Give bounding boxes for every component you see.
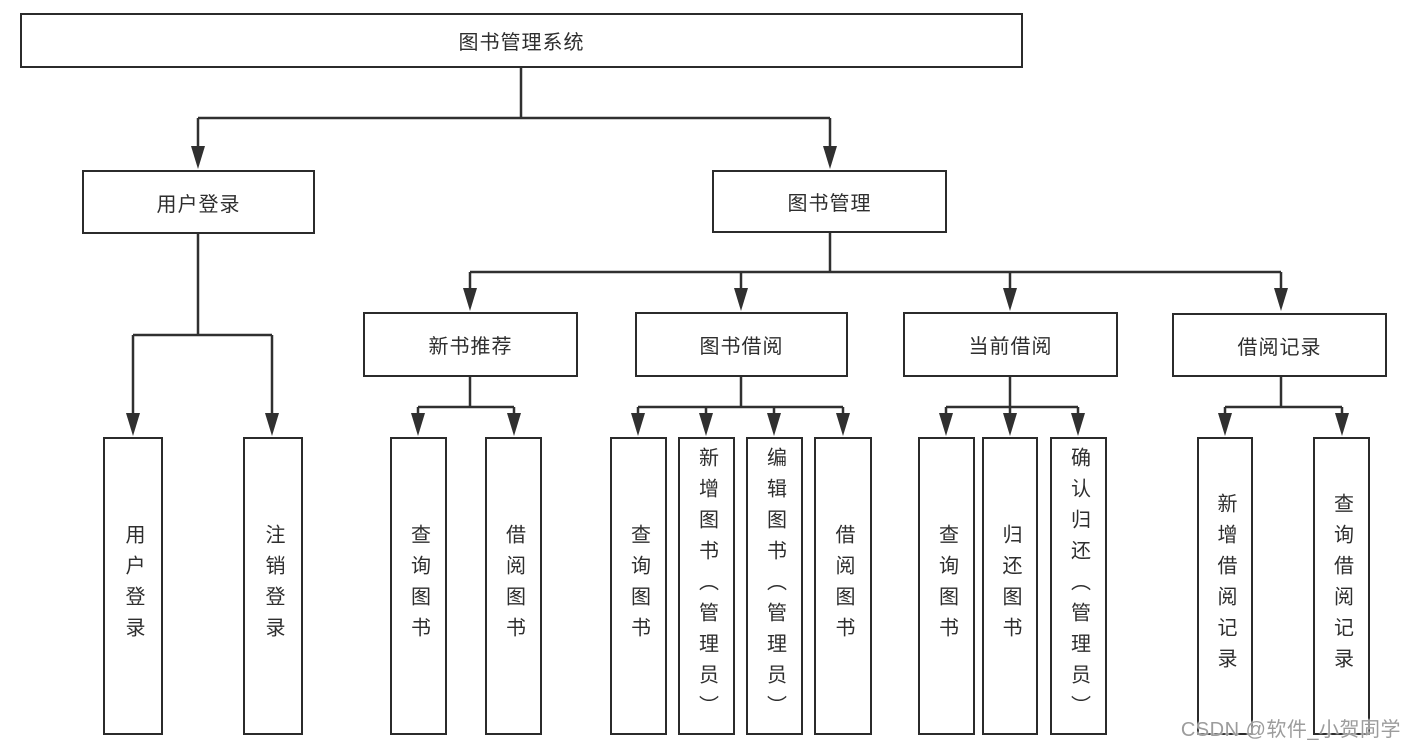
arrowhead	[823, 146, 837, 169]
node-label: 借阅记录	[1237, 336, 1322, 359]
leaf-borrow-books-borrow: 借阅图书	[814, 437, 872, 735]
arrowhead	[699, 413, 713, 436]
node-user-login: 用户登录	[82, 170, 315, 234]
node-new-book-recommend: 新书推荐	[363, 312, 578, 377]
node-borrow-records: 借阅记录	[1172, 313, 1387, 377]
arrowhead	[1003, 288, 1017, 311]
leaf-edit-book-admin: 编辑图书（管理员）	[746, 437, 803, 735]
csdn-watermark: CSDN @软件_小贺同学	[1180, 719, 1401, 741]
arrowhead	[836, 413, 850, 436]
arrowhead	[126, 413, 140, 436]
leaf-label: 查询图书	[627, 524, 650, 648]
leaf-user-login: 用户登录	[103, 437, 163, 735]
node-label: 图书借阅	[699, 336, 784, 358]
connector-user-login-children	[126, 234, 279, 436]
arrowhead	[1335, 413, 1349, 436]
leaf-query-books-current: 查询图书	[918, 437, 975, 735]
connector-book-borrow-children	[631, 377, 850, 436]
leaf-label: 注销登录	[262, 524, 284, 648]
node-label: 新书推荐	[428, 336, 513, 358]
leaf-label: 查询图书	[407, 524, 430, 648]
leaf-query-books-recommend: 查询图书	[390, 437, 447, 735]
node-label: 用户登录	[156, 193, 241, 216]
node-book-management-system: 图书管理系统	[20, 13, 1023, 68]
arrowhead	[507, 413, 521, 436]
arrowhead	[1218, 413, 1232, 436]
leaf-label: 借阅图书	[832, 524, 854, 648]
connector-root-to-level2	[191, 68, 837, 169]
leaf-label: 编辑图书（管理员）	[763, 446, 786, 726]
leaf-add-book-admin: 新增图书（管理员）	[678, 437, 735, 735]
arrowhead	[411, 413, 425, 436]
leaf-label: 查询借阅记录	[1330, 493, 1353, 679]
leaf-label: 查询图书	[935, 524, 958, 648]
leaf-query-books-borrow: 查询图书	[610, 437, 667, 735]
arrowhead	[1003, 413, 1017, 436]
arrowhead	[1071, 413, 1085, 436]
arrowhead	[939, 413, 953, 436]
arrowhead	[734, 288, 748, 311]
arrowhead	[463, 288, 477, 311]
leaf-label: 新增借阅记录	[1214, 493, 1236, 679]
connector-borrow-records-children	[1218, 377, 1349, 436]
node-label: 图书管理	[787, 193, 872, 215]
leaf-query-borrow-record: 查询借阅记录	[1313, 437, 1370, 735]
leaf-return-book: 归还图书	[982, 437, 1038, 735]
leaf-label: 归还图书	[999, 524, 1021, 648]
leaf-label: 新增图书（管理员）	[695, 446, 718, 726]
arrowhead	[1274, 288, 1288, 311]
connector-new-book-children	[411, 377, 521, 436]
connector-book-mgmt-to-level3	[463, 233, 1288, 311]
leaf-logout: 注销登录	[243, 437, 303, 735]
leaf-label: 用户登录	[122, 524, 144, 648]
node-book-management: 图书管理	[712, 170, 947, 233]
node-label: 当前借阅	[968, 336, 1053, 358]
node-label: 图书管理系统	[458, 32, 585, 54]
arrowhead	[265, 413, 279, 436]
leaf-add-borrow-record: 新增借阅记录	[1197, 437, 1253, 735]
leaf-confirm-return-admin: 确认归还（管理员）	[1050, 437, 1107, 735]
connector-current-borrow-children	[939, 377, 1085, 436]
arrowhead	[631, 413, 645, 436]
leaf-label: 借阅图书	[502, 524, 525, 648]
node-current-borrow: 当前借阅	[903, 312, 1118, 377]
leaf-label: 确认归还（管理员）	[1067, 446, 1090, 726]
arrowhead	[191, 146, 205, 169]
arrowhead	[767, 413, 781, 436]
node-book-borrow: 图书借阅	[635, 312, 848, 377]
leaf-borrow-books-recommend: 借阅图书	[485, 437, 542, 735]
